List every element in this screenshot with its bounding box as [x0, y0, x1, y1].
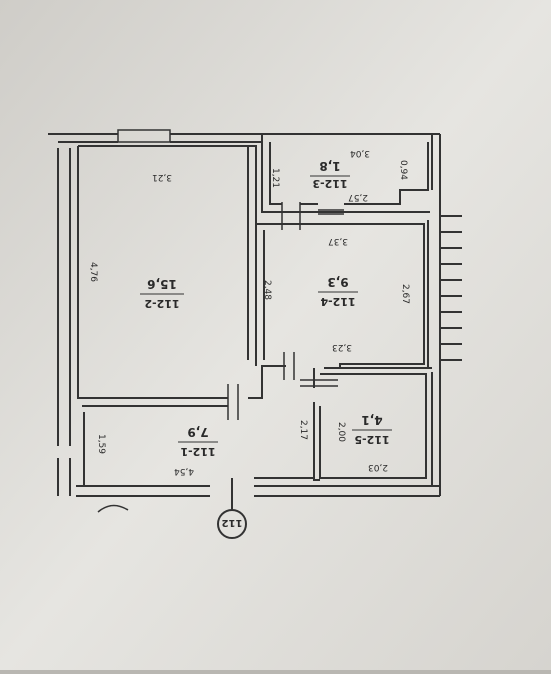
- plan-marker: 112: [222, 517, 243, 528]
- dim-r1-passage: 2,17: [298, 420, 308, 440]
- dimension-labels: 3,21 4,76 4,54 1,59 2,17 3,04 2,57 1,21 …: [88, 148, 410, 476]
- dim-r3-bottom: 2,57: [348, 192, 368, 202]
- room-112-2-id: 112-2: [144, 297, 179, 310]
- room-labels: 112 112-2 15,6 112-1 7,9 112-3 1,8 112-4…: [140, 159, 392, 528]
- room-112-3-id: 112-3: [312, 177, 347, 190]
- dim-r4-left: 2,48: [262, 280, 272, 300]
- room-112-4-id: 112-4: [320, 295, 356, 308]
- room-112-1-id: 112-1: [180, 445, 215, 458]
- room-112-3-area: 1,8: [319, 159, 340, 173]
- dim-r1-depth: 1,59: [96, 434, 106, 454]
- dim-r3-right: 0,94: [398, 160, 408, 180]
- dim-r2-length: 4,76: [88, 262, 98, 282]
- dim-r3-left: 1,21: [270, 168, 280, 188]
- walls: [48, 129, 462, 513]
- dim-r3-width: 3,04: [350, 148, 370, 158]
- room-112-5-area: 4,1: [361, 413, 382, 427]
- dim-r4-bottom: 3,23: [332, 342, 352, 352]
- plan-marker-circle: [217, 509, 247, 539]
- room-112-5-id: 112-5: [354, 433, 389, 446]
- room-112-2-area: 15,6: [147, 277, 177, 291]
- dim-r1-width: 4,54: [174, 466, 194, 476]
- dim-r2-width: 3,21: [152, 172, 172, 182]
- dim-r5-depth: 2,00: [336, 422, 346, 442]
- dim-r5-width: 2,03: [368, 462, 388, 472]
- dim-r4-top: 3,37: [328, 236, 348, 246]
- room-112-1-area: 7,9: [187, 425, 208, 439]
- dim-r4-right: 2,67: [400, 284, 410, 304]
- room-112-4-area: 9,3: [327, 275, 348, 289]
